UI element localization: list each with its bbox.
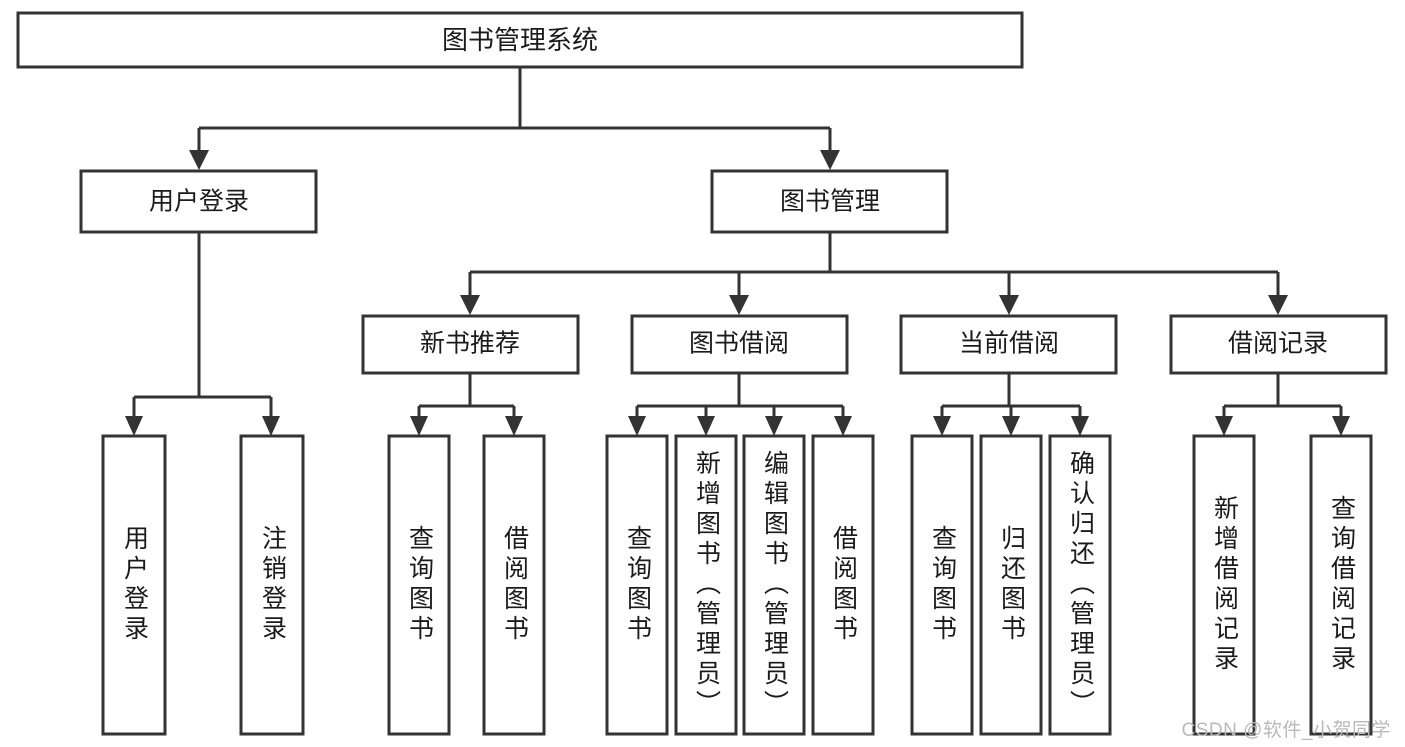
node-label-new-book-recommend: 新书推荐 <box>420 330 520 358</box>
arrow-head-leaf-add-record <box>1215 416 1233 436</box>
arrow-head-leaf-logout <box>262 416 280 436</box>
node-box-root[interactable] <box>16 11 1024 69</box>
connector-layer <box>125 67 1350 436</box>
leaf-box-query-book-1[interactable] <box>387 434 451 736</box>
arrow-head-leaf-add-book <box>697 416 715 436</box>
leaf-box-query-borrow-record[interactable] <box>1309 434 1373 736</box>
leaf-box-logout[interactable] <box>239 434 305 736</box>
leaf-box-user-login[interactable] <box>101 434 167 736</box>
arrow-head-leaf-confirm-return <box>1071 416 1089 436</box>
arrow-head-leaf-query-book-3 <box>933 416 951 436</box>
arrow-head-leaf-borrow-book-2 <box>834 416 852 436</box>
arrow-head-leaf-user-login <box>125 416 143 436</box>
node-box-user-login[interactable] <box>79 169 318 234</box>
leaf-box-borrow-book-1[interactable] <box>482 434 546 736</box>
leaf-box-query-book-3[interactable] <box>910 434 974 736</box>
leaf-box-add-borrow-record[interactable] <box>1192 434 1256 736</box>
leaf-box-return-book[interactable] <box>979 434 1043 736</box>
node-box-book-borrow[interactable] <box>630 314 849 375</box>
arrow-head-leaf-edit-book <box>765 416 783 436</box>
leaf-box-confirm-return-admin[interactable] <box>1048 434 1112 736</box>
arrow-head-current-borrow <box>999 295 1019 315</box>
arrow-head-leaf-query-book-1 <box>410 416 428 436</box>
arrow-head-book-mgmt <box>820 150 840 170</box>
arrow-head-leaf-query-book-2 <box>628 416 646 436</box>
node-label-book-borrow: 图书借阅 <box>689 330 789 358</box>
arrow-head-leaf-borrow-book-1 <box>505 416 523 436</box>
watermark-text: CSDN @软件_小贺同学 <box>1181 720 1391 741</box>
leaf-box-add-book-admin[interactable] <box>674 434 738 736</box>
node-label-current-borrow: 当前借阅 <box>959 330 1059 358</box>
arrow-head-borrow-record <box>1268 295 1288 315</box>
leaf-box-query-book-2[interactable] <box>605 434 669 736</box>
arrow-head-leaf-query-record <box>1332 416 1350 436</box>
node-layer: 图书管理系统 用户登录 图书管理 新书推荐 图书借阅 当前借阅 借阅记录 <box>16 11 1388 736</box>
node-box-new-book-recommend[interactable] <box>361 314 580 375</box>
node-label-user-login: 用户登录 <box>149 188 249 216</box>
leaf-box-edit-book-admin[interactable] <box>742 434 806 736</box>
node-box-borrow-record[interactable] <box>1169 314 1388 375</box>
leaf-box-borrow-book-2[interactable] <box>811 434 875 736</box>
node-box-current-borrow[interactable] <box>899 314 1118 375</box>
node-box-book-management[interactable] <box>710 169 949 234</box>
node-label-book-management: 图书管理 <box>780 188 880 216</box>
arrow-head-book-borrow <box>729 295 749 315</box>
arrow-head-leaf-return-book <box>1002 416 1020 436</box>
node-label-root: 图书管理系统 <box>442 25 598 55</box>
node-label-borrow-record: 借阅记录 <box>1228 330 1328 358</box>
arrow-head-new-book-rec <box>460 295 480 315</box>
arrow-head-user-login <box>189 150 209 170</box>
